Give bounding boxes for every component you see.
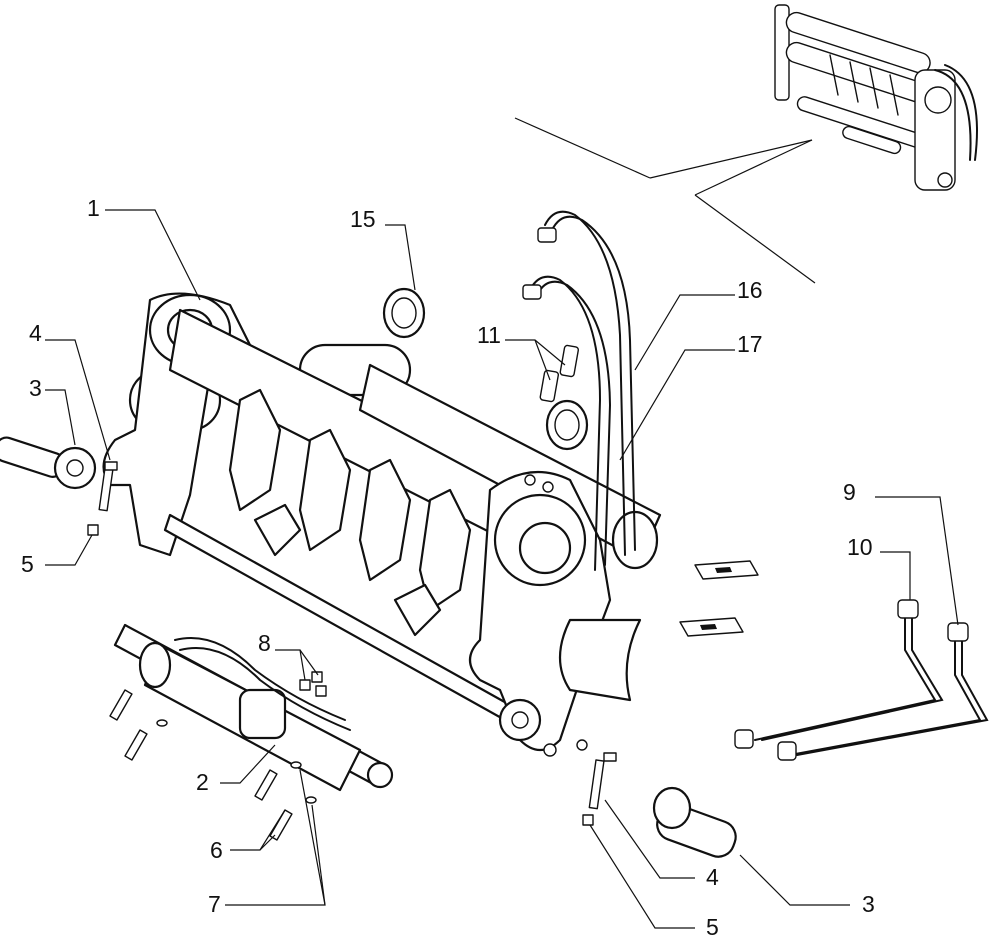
callout-label-17: 17 bbox=[737, 331, 763, 357]
fasteners-left bbox=[0, 436, 327, 841]
callout-label-6: 6 bbox=[210, 837, 223, 863]
callout-label-15: 15 bbox=[350, 206, 376, 232]
hydraulic-cylinder bbox=[113, 623, 394, 792]
callout-label-9: 9 bbox=[843, 479, 856, 505]
callout-label-10: 10 bbox=[847, 534, 873, 560]
rigid-pipes bbox=[734, 599, 989, 761]
wear-pads bbox=[679, 560, 759, 637]
callout-label-2: 2 bbox=[196, 769, 209, 795]
fasteners-right bbox=[582, 752, 737, 858]
callout-label-8: 8 bbox=[258, 630, 271, 656]
callout-label-5-left: 5 bbox=[21, 551, 34, 577]
leader-lines bbox=[45, 209, 959, 929]
callout-label-11: 11 bbox=[477, 322, 501, 348]
callout-label-5-right: 5 bbox=[706, 914, 719, 940]
callout-label-4-right: 4 bbox=[706, 864, 719, 890]
inset-overview-drawing bbox=[514, 4, 978, 284]
callout-labels: 1 2 3 3 4 4 5 5 6 7 8 9 10 11 15 16 17 bbox=[21, 195, 875, 940]
frame-assembly bbox=[102, 292, 662, 757]
callout-label-3-left: 3 bbox=[29, 375, 42, 401]
callout-label-4-left: 4 bbox=[29, 320, 42, 346]
seal-rings-and-fittings bbox=[382, 287, 589, 451]
callout-label-1: 1 bbox=[87, 195, 100, 221]
hydraulic-hoses bbox=[522, 210, 636, 571]
callout-label-3-right: 3 bbox=[862, 891, 875, 917]
callout-label-16: 16 bbox=[737, 277, 763, 303]
callout-label-7: 7 bbox=[208, 891, 221, 917]
